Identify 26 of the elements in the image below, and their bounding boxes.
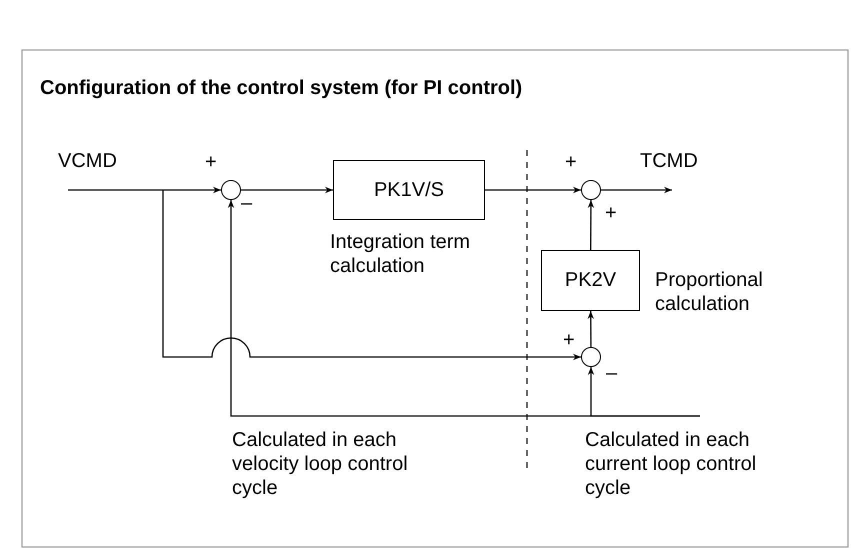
arrow [588, 311, 594, 347]
summing-junction [221, 180, 241, 200]
sign-label: + [605, 201, 617, 225]
signal-name: TCMD [640, 149, 698, 173]
block-caption: Proportional calculation [655, 268, 764, 316]
sign-label: + [205, 150, 217, 174]
arrow [162, 190, 581, 360]
arrow [241, 186, 333, 194]
block-caption: Integration term calculation [330, 230, 472, 278]
process-box: PK2V [541, 250, 640, 311]
signal-name: VCMD [58, 149, 117, 173]
process-box: PK1V/S [333, 160, 485, 220]
arrow [588, 367, 700, 417]
sign-label: + [563, 328, 575, 352]
summing-junction [581, 347, 601, 367]
arrow [588, 200, 594, 250]
sign-label: – [606, 361, 618, 385]
note-text: Calculated in each current loop control cycle [585, 428, 758, 500]
summing-junction [581, 180, 601, 200]
sign-label: – [241, 191, 252, 215]
arrow [601, 186, 672, 194]
sign-label: + [565, 150, 577, 174]
diagram-title: Configuration of the control system (for PI control) [40, 76, 522, 100]
arrow [68, 186, 221, 194]
note-text: Calculated in each velocity loop control cycle [232, 428, 409, 500]
arrow [485, 186, 581, 194]
